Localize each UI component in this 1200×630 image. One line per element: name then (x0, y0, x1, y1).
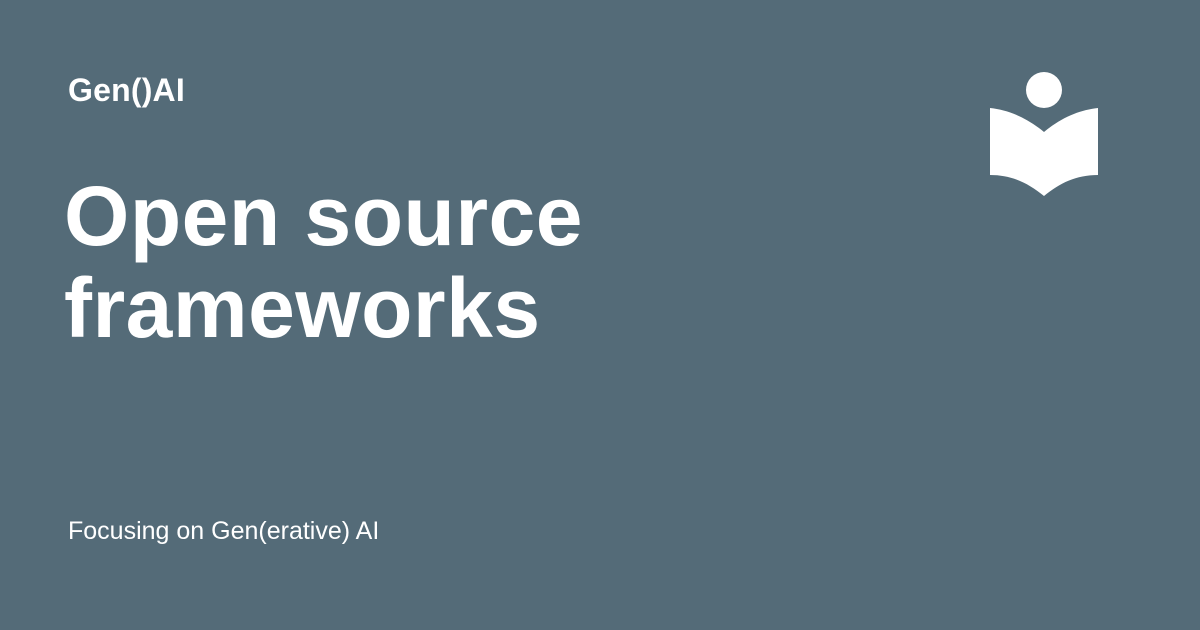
page-title-line-2: frameworks (64, 261, 541, 355)
site-name: Gen()AI (68, 72, 185, 108)
page-title-line-1: Open source (64, 169, 583, 263)
page-title: Open source frameworks (64, 170, 824, 354)
site-tagline: Focusing on Gen(erative) AI (68, 517, 380, 545)
open-book-reader-icon (990, 72, 1098, 196)
